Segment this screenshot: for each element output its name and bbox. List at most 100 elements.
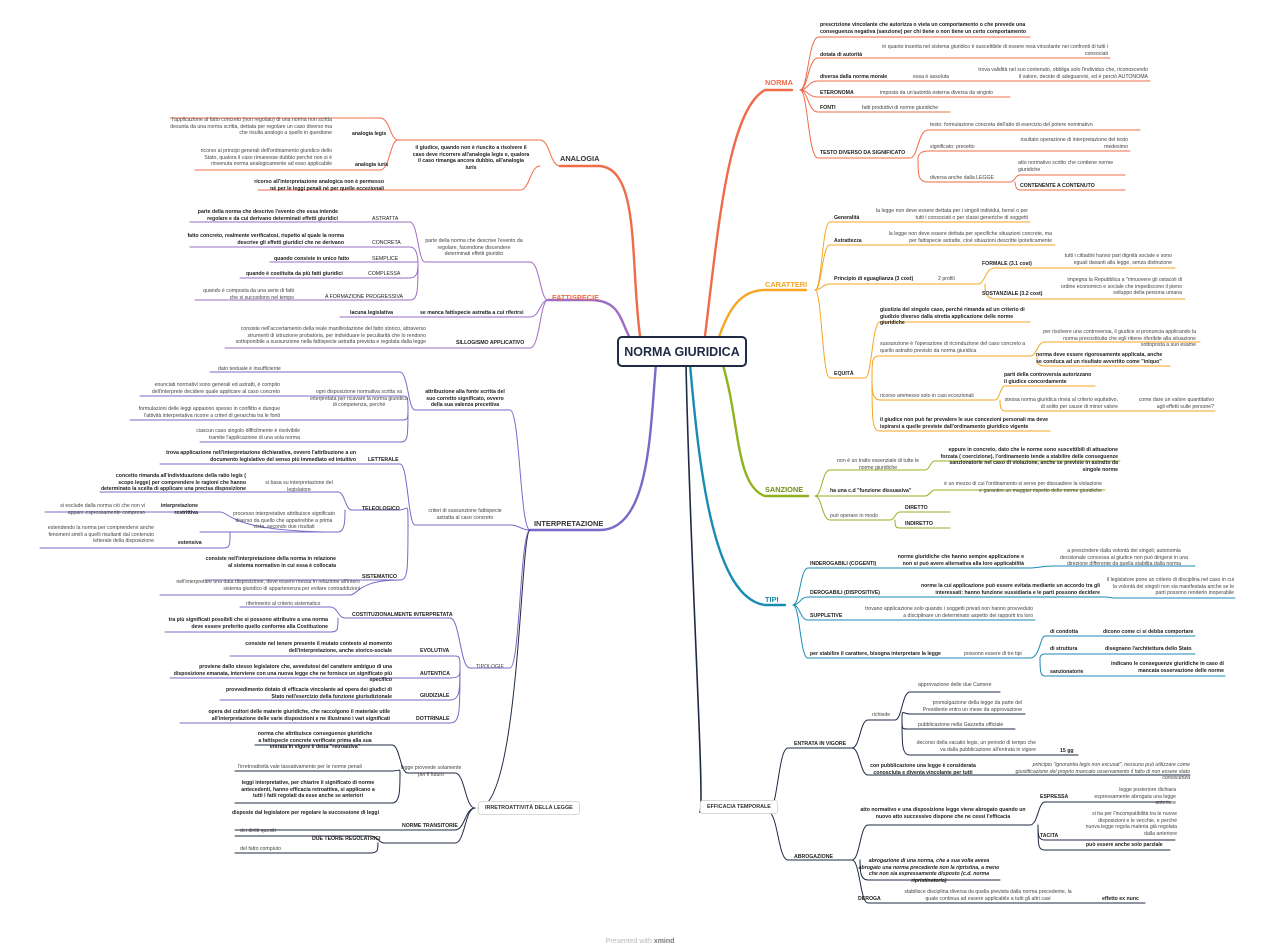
interp-letterale: LETTERALE bbox=[368, 457, 399, 463]
interp-sis2: nell'interpretare una data disposizione,… bbox=[176, 579, 360, 592]
caratteri-astrattezza: Astrattezza bbox=[834, 238, 862, 244]
norma-contenente: CONTENENTE A CONTENUTO bbox=[1020, 183, 1095, 189]
norma-testo1: testo: formulazione concreta dell'atto d… bbox=[930, 122, 1093, 128]
norma-autorita: dotata di autorità bbox=[820, 52, 863, 58]
interp-letterale-desc: trova applicazione nell'interpretazione … bbox=[166, 450, 356, 463]
branch-label-norma[interactable]: NORMA bbox=[765, 78, 793, 87]
branch-fattispecie bbox=[546, 298, 632, 340]
analogia-iuris: analogia iuris bbox=[355, 162, 389, 168]
root-node[interactable]: NORMA GIURIDICA bbox=[617, 336, 747, 367]
branch-caratteri bbox=[716, 288, 808, 342]
fattispecie-lacuna: lacuna legislativa bbox=[350, 310, 393, 316]
interp-tel1a: concetto rimanda all'individuazione dell… bbox=[100, 473, 246, 493]
interp-cost: COSTITUZIONALMENTE INTERPRETATA bbox=[352, 612, 453, 618]
fattispecie-complessa: COMPLESSA bbox=[368, 271, 401, 277]
analogia-legis: analogia legis bbox=[352, 131, 387, 137]
tipi-indero: INDEROGABILI (COGENTI) bbox=[810, 561, 877, 567]
branch-label-fattispecie[interactable]: FATTISPECIE bbox=[552, 293, 600, 302]
norma-legge-desc: atto normativo scritto che contiene norm… bbox=[1018, 160, 1114, 173]
fattispecie-complessa-desc: quando è costituita da più fatti giuridi… bbox=[246, 271, 343, 277]
interp-cost2: tra più significati possibili che si pos… bbox=[168, 617, 328, 630]
efficacia-tacita: TACITA bbox=[1040, 833, 1059, 839]
branch-label-analogia[interactable]: ANALOGIA bbox=[560, 154, 600, 163]
interp-teleologico: TELEOLOGICO bbox=[362, 506, 400, 512]
irretro-t1: dei diritti quesiti bbox=[240, 828, 276, 834]
caratteri-astrattezza-desc: la legge non deve essere dettata per spe… bbox=[888, 231, 1052, 244]
tipi-struttura: di struttura bbox=[1050, 646, 1078, 652]
irretro-t2: del fatto compiuto bbox=[240, 846, 281, 852]
caratteri-equita2a: per risolvere una controversia, il giudi… bbox=[1043, 329, 1196, 349]
interp-autentica: AUTENTICA bbox=[420, 671, 450, 677]
tipi-trestipi: possono essere di tre tipi bbox=[964, 651, 1022, 657]
caratteri-equita1: giustizia del singolo caso, perché riman… bbox=[880, 307, 1025, 327]
efficacia-tacita-desc: si ha per l'incompatibilità tra le nuove… bbox=[1085, 811, 1177, 837]
efficacia-deroga: DEROGA bbox=[858, 896, 881, 902]
irretro-teorie: DUE TEORIE REGOLATRICI bbox=[312, 836, 381, 842]
caratteri-profili: 2 profili bbox=[938, 276, 955, 282]
analogia-main: il giudice, quando non è riuscito a riso… bbox=[412, 145, 530, 171]
caratteri-sostanziale-desc: impegna la Repubblica a "rimuovere gli o… bbox=[1060, 277, 1182, 297]
interp-o4: ciascun caso singolo difficilmente è ris… bbox=[196, 428, 300, 441]
norma-autorita-desc: in quanto inserita nel sistema giuridico… bbox=[882, 44, 1108, 57]
caratteri-formale: FORMALE (3.1 cost) bbox=[982, 261, 1032, 267]
interp-giudiziale-desc: provvedimento dotato di efficacia vincol… bbox=[225, 687, 392, 700]
branch-norma bbox=[703, 88, 794, 338]
branch-sanzione bbox=[720, 360, 810, 498]
efficacia-richiede: richiede bbox=[872, 712, 891, 718]
interp-cost1: riferimento al criterio sistematico bbox=[246, 601, 321, 607]
norma-legge: diversa anche dalla LEGGE bbox=[930, 175, 995, 181]
tipi-indero-more: a prescindere dalla volontà dei singoli;… bbox=[1059, 548, 1189, 568]
efficacia-ab1: atto normativo e una disposizione legge … bbox=[860, 807, 1026, 820]
branch-interpretazione bbox=[528, 362, 658, 532]
norma-definition: prescrizione vincolante che autorizza o … bbox=[820, 22, 1027, 35]
interp-evolutiva-desc: consiste nel tenere presente il mutato c… bbox=[245, 641, 392, 654]
efficacia-abrogazione: ABROGAZIONE bbox=[794, 854, 833, 860]
caratteri-equita3: ricorso ammesso solo in casi eccezionali bbox=[880, 393, 974, 399]
irretroattivita-node[interactable]: IRRETROATTIVITÀ DELLA LEGGE bbox=[478, 801, 580, 815]
norma-eteronoma: ETERONOMA bbox=[820, 90, 854, 96]
fattispecie-astratta: ASTRATTA bbox=[372, 216, 399, 222]
interp-estensiva: estensiva bbox=[178, 540, 202, 546]
branch-label-sanzione[interactable]: SANZIONE bbox=[765, 485, 804, 494]
tipi-sanzionatorie-desc: indicano le conseguenze giuridiche in ca… bbox=[1111, 661, 1224, 674]
efficacia-node[interactable]: EFFICACIA TEMPORALE bbox=[700, 800, 778, 814]
branch-analogia bbox=[558, 164, 642, 338]
norma-fonti: FONTI bbox=[820, 105, 836, 111]
interp-restrittiva: interpretazione restrittiva bbox=[160, 503, 198, 516]
norma-fonti-desc: fatti produttivi di norme giuridiche bbox=[862, 105, 939, 111]
branch-label-tipi[interactable]: TIPI bbox=[765, 595, 779, 604]
interp-dottrinale: DOTTRINALE bbox=[416, 716, 450, 722]
tipi-carattere: per stabilire il carattere, bisogna inte… bbox=[810, 651, 941, 657]
efficacia-r2: promulgazione della legge da parte del P… bbox=[922, 700, 1022, 713]
caratteri-equita: EQUITÀ bbox=[834, 371, 854, 377]
efficacia-deroga-desc: stabilisce disciplina diversa da quella … bbox=[904, 889, 1072, 902]
interp-criteri: criteri di sussunzione fattispecie astra… bbox=[428, 508, 502, 521]
efficacia-r3: pubblicazione nella Gazzetta ufficiale bbox=[918, 722, 1004, 728]
caratteri-generalita: Generalità bbox=[834, 215, 860, 221]
efficacia-r4: decorso della vacatio legis, un periodo … bbox=[916, 740, 1036, 753]
caratteri-formale-desc: tutti i cittadini hanno pari dignità soc… bbox=[1064, 253, 1172, 266]
caratteri-equita3b: stessa norma giuridica rinvia al criteri… bbox=[1004, 397, 1118, 410]
analogia-legis-desc: l'applicazione al fatto concreto (non re… bbox=[170, 117, 332, 137]
interp-tel1: si basa su interpretazione del legislato… bbox=[265, 480, 333, 493]
caratteri-sostanziale: SOSTANZIALE (3.2 cost) bbox=[982, 291, 1043, 297]
fattispecie-progressiva-desc: quando è composta da una serie di fatti … bbox=[203, 288, 294, 301]
caratteri-generalita-desc: la legge non deve essere dettata per i s… bbox=[876, 208, 1028, 221]
interp-estensiva-desc: estendendo la norma per comprendervi anc… bbox=[47, 525, 154, 545]
norma-significato-desc: risultato operazione di interpretazione … bbox=[1020, 137, 1128, 150]
footer-brand: xmind bbox=[653, 938, 675, 945]
norma-eteronoma-desc: imposta da un'autorità esterna diversa d… bbox=[880, 90, 993, 96]
fattispecie-concreta-desc: fatto concreto, realmente verificatosi, … bbox=[187, 233, 344, 246]
tipi-condotta: di condotta bbox=[1050, 629, 1078, 635]
sanzione-s3: può operare in modo bbox=[830, 513, 878, 519]
caratteri-equita2b: norma deve essere rigorosamente applicat… bbox=[1036, 352, 1163, 365]
branch-label-caratteri[interactable]: CARATTERI bbox=[765, 280, 808, 289]
fattispecie-progressiva: A FORMAZIONE PROGRESSIVA bbox=[325, 294, 404, 300]
branch-label-interpretazione[interactable]: INTERPRETAZIONE bbox=[534, 519, 604, 528]
fattispecie-concreta: CONCRETA bbox=[372, 240, 401, 246]
norma-significato: significato: precetto bbox=[930, 144, 975, 150]
tipi-indero-desc: norme giuridiche che hanno sempre applic… bbox=[897, 554, 1024, 567]
footer-attribution: Presented with xmind bbox=[0, 938, 1280, 945]
caratteri-equita3a: parti della controversia autorizzano il … bbox=[1004, 372, 1092, 385]
